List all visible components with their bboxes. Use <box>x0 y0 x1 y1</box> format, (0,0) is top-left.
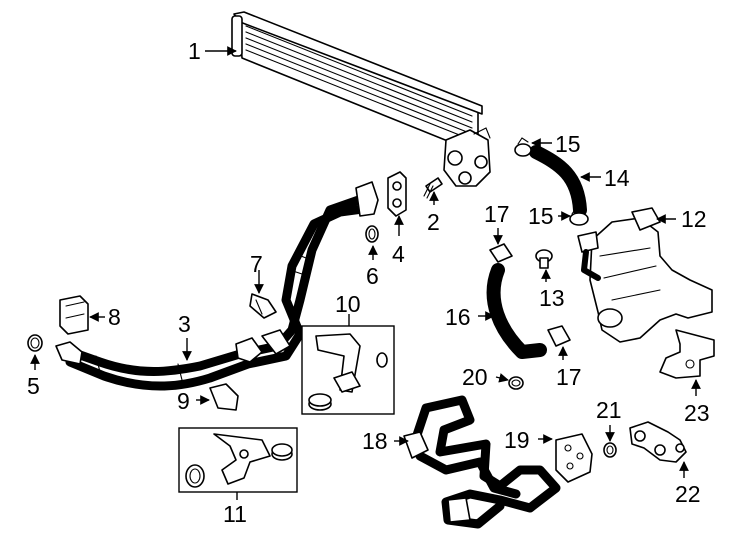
callout-9: 9 <box>177 388 190 414</box>
cooler-lines-part-3[interactable] <box>55 181 379 391</box>
hose-part-16[interactable] <box>486 263 547 359</box>
callout-14: 14 <box>604 165 630 191</box>
callout-15a: 15 <box>555 131 581 157</box>
clip-part-7[interactable] <box>249 293 277 319</box>
o-ring-part-6[interactable] <box>365 225 379 243</box>
o-ring-part-5[interactable] <box>27 334 43 352</box>
bypass-tube-part-18[interactable] <box>403 395 561 529</box>
callout-5: 5 <box>27 373 40 399</box>
callout-7: 7 <box>250 251 263 277</box>
callout-3: 3 <box>178 311 191 337</box>
reservoir-part-12[interactable] <box>577 207 713 343</box>
callout-17b: 17 <box>556 364 582 390</box>
valve-part-22[interactable] <box>629 421 687 463</box>
clip-part-8[interactable] <box>59 295 89 335</box>
hose-part-14[interactable] <box>529 145 587 217</box>
bracket-part-4[interactable] <box>387 171 407 217</box>
bracket-part-9[interactable] <box>209 383 239 411</box>
callout-1: 1 <box>188 38 201 64</box>
clamp-part-15-upper[interactable] <box>514 137 532 157</box>
callout-20: 20 <box>462 364 488 390</box>
gasket-part-19[interactable] <box>555 433 593 483</box>
callout-19: 19 <box>504 427 530 453</box>
callout-18: 18 <box>362 428 388 454</box>
callout-11: 11 <box>223 501 247 527</box>
o-ring-part-21[interactable] <box>603 442 617 458</box>
callout-6: 6 <box>366 263 379 289</box>
callout-23: 23 <box>684 400 710 426</box>
callout-12: 12 <box>681 206 707 232</box>
callout-22: 22 <box>675 481 701 507</box>
callout-16: 16 <box>445 304 471 330</box>
callout-8: 8 <box>108 304 121 330</box>
callout-2: 2 <box>427 209 440 235</box>
callout-17a: 17 <box>484 201 510 227</box>
bracket-part-23[interactable] <box>659 329 715 379</box>
bolt-part-2[interactable] <box>423 177 443 199</box>
oil-cooler-part-1[interactable] <box>231 11 491 187</box>
callout-15b: 15 <box>528 203 554 229</box>
bolt-part-13[interactable] <box>535 249 553 269</box>
callout-4: 4 <box>392 241 405 267</box>
callout-10: 10 <box>335 291 361 317</box>
callout-13: 13 <box>539 285 565 311</box>
clamp-part-17-lower[interactable] <box>547 325 571 347</box>
clamp-part-17-upper[interactable] <box>489 243 513 263</box>
o-ring-part-20[interactable] <box>508 376 524 390</box>
callout-21: 21 <box>596 397 622 423</box>
